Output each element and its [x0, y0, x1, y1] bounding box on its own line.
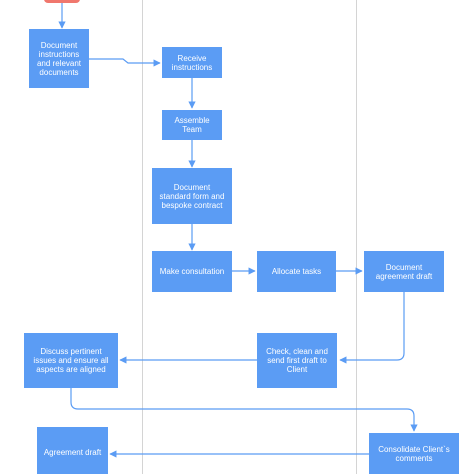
lane-divider-1 [142, 0, 143, 474]
node-receive-instructions: Receive instructions [162, 47, 222, 78]
node-document-standard-form: Document standard form and bespoke contr… [152, 168, 232, 224]
node-allocate-tasks: Allocate tasks [257, 251, 336, 292]
start-node [44, 0, 80, 3]
node-check-clean-send: Check, clean and send first draft to Cli… [257, 333, 337, 388]
node-document-agreement-draft: Document agreement draft [364, 251, 444, 292]
node-assemble-team: Assemble Team [162, 110, 222, 140]
node-document-instructions: Document instructions and relevant docum… [29, 29, 89, 88]
connector-agreement-draft-to-check [339, 292, 405, 364]
node-make-consultation: Make consultation [152, 251, 232, 292]
connector-document-instructions-to-receive [89, 58, 161, 67]
connector-discuss-to-consolidate [70, 388, 418, 432]
lane-divider-2 [356, 0, 357, 474]
node-agreement-draft: Agreement draft [37, 427, 108, 474]
node-discuss-pertinent-issues: Discuss pertinent issues and ensure all … [24, 333, 118, 388]
node-consolidate-client-comments: Consolidate Client`s comments [369, 433, 459, 474]
